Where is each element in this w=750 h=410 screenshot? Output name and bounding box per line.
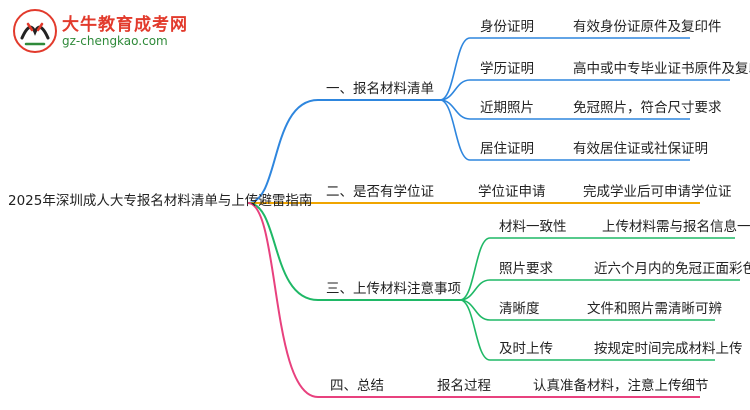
node-registration-process: 报名过程 bbox=[437, 378, 491, 394]
detail-photo-requirements: 近六个月内的免冠正面彩色照片 bbox=[594, 261, 750, 277]
node-id-proof: 身份证明 bbox=[480, 19, 534, 35]
logo-title: 大牛教育成考网 bbox=[62, 15, 188, 35]
logo-url: gz-chengkao.com bbox=[62, 34, 168, 48]
detail-degree-application: 完成学业后可申请学位证 bbox=[583, 184, 732, 200]
node-recent-photo: 近期照片 bbox=[480, 100, 534, 116]
node-consistency: 材料一致性 bbox=[499, 219, 567, 235]
detail-consistency: 上传材料需与报名信息一致 bbox=[602, 219, 750, 235]
detail-residence-proof: 有效居住证或社保证明 bbox=[573, 141, 708, 157]
detail-clarity: 文件和照片需清晰可辨 bbox=[587, 301, 722, 317]
detail-timely-upload: 按规定时间完成材料上传 bbox=[594, 341, 743, 357]
bull-logo-icon bbox=[13, 9, 57, 53]
detail-registration-process: 认真准备材料，注意上传细节 bbox=[533, 378, 709, 394]
node-timely-upload: 及时上传 bbox=[499, 341, 553, 357]
detail-id-proof: 有效身份证原件及复印件 bbox=[573, 19, 722, 35]
detail-recent-photo: 免冠照片，符合尺寸要求 bbox=[573, 100, 722, 116]
mindmap-root: 2025年深圳成人大专报名材料清单与上传避雷指南 bbox=[8, 193, 313, 209]
site-logo: 大牛教育成考网 gz-chengkao.com bbox=[8, 6, 223, 54]
node-education-proof: 学历证明 bbox=[480, 61, 534, 77]
branch-materials-list: 一、报名材料清单 bbox=[326, 81, 434, 97]
detail-education-proof: 高中或中专毕业证书原件及复印件 bbox=[573, 61, 750, 77]
node-clarity: 清晰度 bbox=[499, 301, 540, 317]
node-residence-proof: 居住证明 bbox=[480, 141, 534, 157]
branch-upload-notes: 三、上传材料注意事项 bbox=[326, 281, 461, 297]
node-degree-application: 学位证申请 bbox=[478, 184, 546, 200]
node-photo-requirements: 照片要求 bbox=[499, 261, 553, 277]
branch-degree-certificate: 二、是否有学位证 bbox=[326, 184, 434, 200]
branch-summary: 四、总结 bbox=[330, 378, 384, 394]
